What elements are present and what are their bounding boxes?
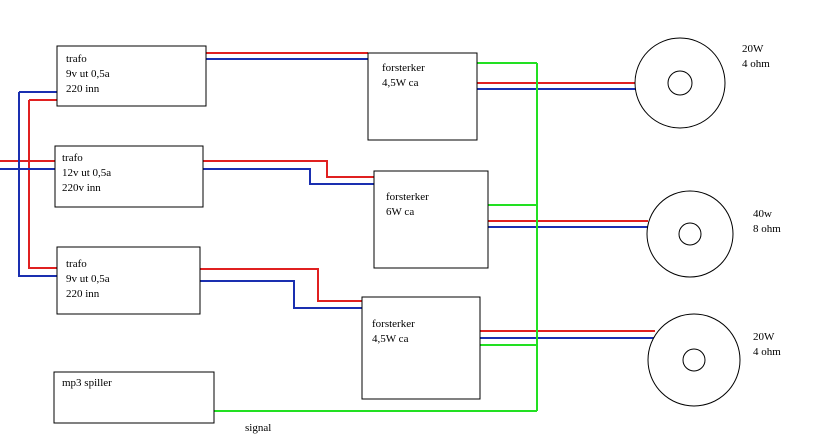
transformer-title: trafo — [66, 53, 87, 65]
transformer-input: 220v inn — [62, 182, 101, 194]
speaker-power: 20W — [742, 43, 764, 55]
amplifier-2: forsterker 6W ca — [373, 170, 489, 269]
wire-trafo2-to-amp2-negative — [203, 168, 374, 185]
mp3-player: mp3 spiller — [53, 371, 215, 424]
speaker-power: 20W — [753, 331, 775, 343]
speaker-power: 40w — [753, 208, 772, 220]
speaker-impedance: 8 ohm — [753, 223, 781, 235]
wire-mains-left-negative — [18, 92, 57, 277]
transformer-1: trafo 9v ut 0,5a 220 inn — [56, 45, 207, 107]
wire-trafo2-to-amp2-positive — [203, 160, 374, 178]
speaker-dustcap — [667, 70, 693, 96]
mp3-player-label: mp3 spiller — [62, 377, 112, 389]
wire-trafo3-to-amp3-negative — [200, 280, 362, 309]
amplifier-title: forsterker — [372, 318, 415, 330]
transformer-output: 9v ut 0,5a — [66, 273, 110, 285]
amplifier-title: forsterker — [386, 191, 429, 203]
speaker-dustcap — [682, 348, 706, 372]
positive-wires — [0, 52, 655, 332]
transformer-output: 12v ut 0,5a — [62, 167, 111, 179]
transformer-title: trafo — [62, 152, 83, 164]
signal-label: signal — [245, 422, 271, 434]
signal-wires — [214, 62, 538, 412]
transformer-input: 220 inn — [66, 83, 100, 95]
wire-trafo3-to-amp3-positive — [200, 268, 362, 302]
speaker-dustcap — [678, 222, 702, 246]
amplifier-title: forsterker — [382, 62, 425, 74]
amplifier-3: forsterker 4,5W ca — [361, 296, 481, 400]
amplifier-power: 6W ca — [386, 206, 414, 218]
speaker-impedance: 4 ohm — [742, 58, 770, 70]
transformer-output: 9v ut 0,5a — [66, 68, 110, 80]
speaker-impedance: 4 ohm — [753, 346, 781, 358]
speaker-3: 20W 4 ohm — [647, 313, 781, 407]
wire-mains-left-positive — [28, 100, 57, 269]
amplifier-1: forsterker 4,5W ca — [367, 52, 478, 141]
amplifier-power: 4,5W ca — [382, 77, 419, 89]
transformer-3: trafo 9v ut 0,5a 220 inn — [56, 246, 201, 315]
amplifier-power: 4,5W ca — [372, 333, 409, 345]
negative-wires — [0, 58, 655, 339]
speaker-2: 40w 8 ohm — [646, 190, 781, 278]
transformer-title: trafo — [66, 258, 87, 270]
speaker-1: 20W 4 ohm — [634, 37, 770, 129]
transformer-2: trafo 12v ut 0,5a 220v inn — [54, 145, 204, 208]
transformer-input: 220 inn — [66, 288, 100, 300]
